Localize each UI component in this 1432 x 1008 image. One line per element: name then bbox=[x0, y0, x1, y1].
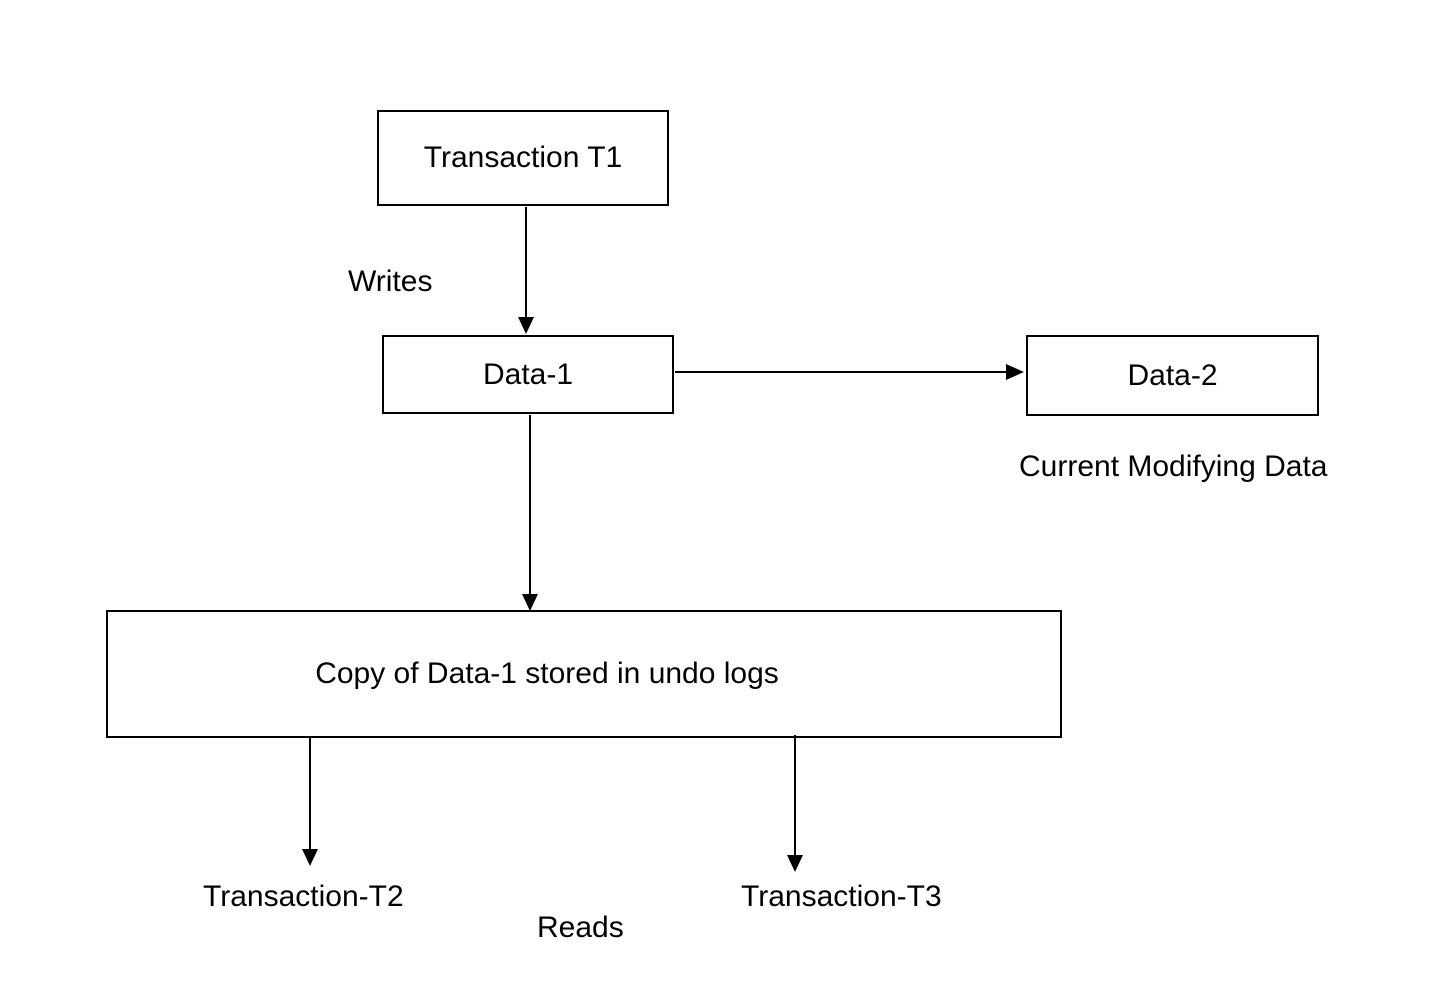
node-undo-copy-label: Copy of Data-1 stored in undo logs bbox=[315, 657, 779, 690]
arrow-down-icon bbox=[787, 855, 803, 872]
annotation-transaction-t2: Transaction-T2 bbox=[203, 880, 404, 913]
arrow-down-icon bbox=[302, 849, 318, 866]
node-undo-copy: Copy of Data-1 stored in undo logs bbox=[106, 610, 1062, 738]
node-data-1-label: Data-1 bbox=[482, 357, 574, 391]
arrow-undo-to-t3-line bbox=[794, 735, 796, 856]
arrow-down-icon bbox=[522, 594, 538, 611]
edge-label-writes: Writes bbox=[348, 265, 433, 298]
node-transaction-t1-label: Transaction T1 bbox=[423, 141, 623, 174]
arrow-undo-to-t2-line bbox=[309, 738, 311, 850]
edge-label-reads: Reads bbox=[537, 911, 624, 944]
annotation-current-modifying-data: Current Modifying Data bbox=[1019, 450, 1328, 483]
arrow-data1-to-data2-line bbox=[675, 371, 1007, 373]
arrow-down-icon bbox=[518, 317, 534, 334]
arrow-t1-to-data1-line bbox=[525, 207, 527, 319]
arrow-right-icon bbox=[1006, 364, 1024, 380]
annotation-transaction-t3: Transaction-T3 bbox=[741, 880, 942, 913]
arrow-data1-to-undo-line bbox=[529, 415, 531, 595]
node-data-2: Data-2 bbox=[1026, 335, 1319, 416]
node-data-1: Data-1 bbox=[382, 335, 674, 414]
node-transaction-t1: Transaction T1 bbox=[377, 110, 669, 206]
node-data-2-label: Data-2 bbox=[1127, 358, 1218, 392]
